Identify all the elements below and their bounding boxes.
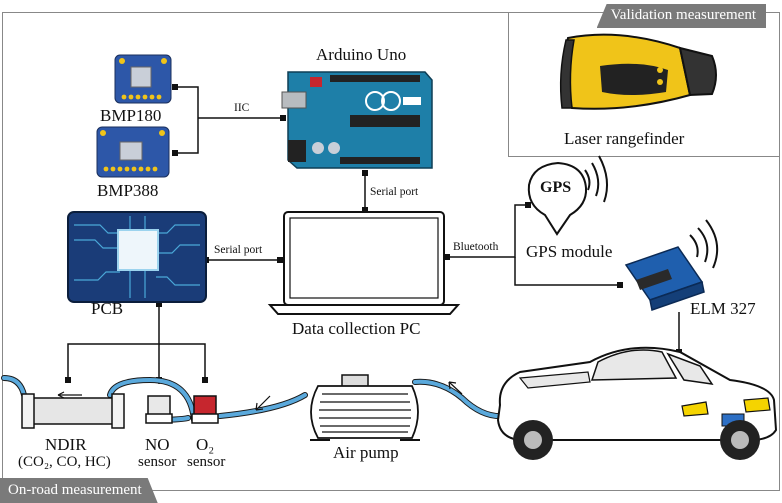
serial-port-top-label: Serial port xyxy=(370,186,419,198)
laser-rangefinder-label: Laser rangefinder xyxy=(564,129,685,148)
o2-sensor-icon xyxy=(191,395,219,424)
arduino-uno-icon xyxy=(281,71,433,169)
air-pump-icon xyxy=(310,374,420,441)
arduino-uno-label: Arduino Uno xyxy=(316,45,407,64)
o2-sensor-label: O₂ xyxy=(196,435,215,454)
no-sensor-label: NO xyxy=(145,435,170,454)
iic-label: IIC xyxy=(234,102,250,114)
pcb-label: PCB xyxy=(91,299,124,318)
ndir-sensor-icon xyxy=(21,393,125,429)
air-pump-label: Air pump xyxy=(333,443,399,462)
car-icon xyxy=(496,346,778,460)
serial-port-left-label: Serial port xyxy=(214,244,263,256)
ndir-gases-label: (CO₂, CO, HC) xyxy=(18,454,111,470)
validation-measurement-tab: Validation measurement xyxy=(596,4,766,28)
data-collection-pc-label: Data collection PC xyxy=(292,319,421,338)
flow-arrows xyxy=(57,381,463,411)
no-sensor-label-2: sensor xyxy=(138,454,177,470)
bmp388-board-icon xyxy=(96,126,170,178)
outer-frame xyxy=(2,12,780,491)
on-road-measurement-tab: On-road measurement xyxy=(0,478,158,503)
elm327-label: ELM 327 xyxy=(690,299,756,318)
connection-lines xyxy=(67,86,680,384)
bmp180-board-icon xyxy=(114,54,172,104)
gps-module-label: GPS module xyxy=(526,242,613,261)
elm327-icon xyxy=(624,219,719,311)
no-sensor-icon xyxy=(145,395,173,424)
bmp180-label: BMP180 xyxy=(100,106,162,125)
gas-tube xyxy=(1,375,543,423)
bluetooth-label: Bluetooth xyxy=(453,241,499,253)
gps-badge-label: GPS xyxy=(540,179,572,196)
ndir-label: NDIR xyxy=(45,435,87,454)
bmp388-label: BMP388 xyxy=(97,181,159,200)
o2-sensor-label-2: sensor xyxy=(187,454,226,470)
laptop-icon xyxy=(267,211,461,315)
gps-module-icon xyxy=(527,155,609,236)
pcb-icon xyxy=(67,211,207,303)
laser-rangefinder-icon xyxy=(559,33,717,110)
